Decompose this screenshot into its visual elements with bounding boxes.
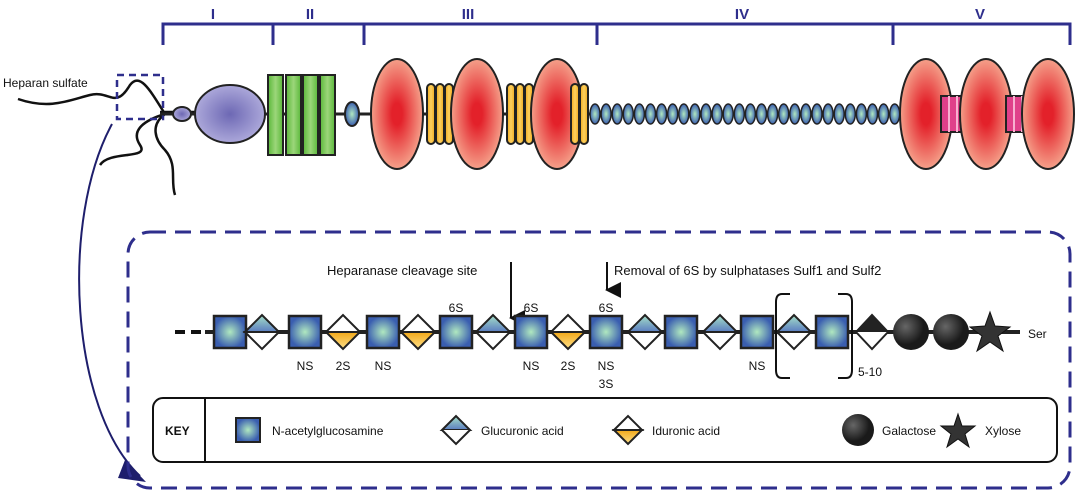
domain-bracket xyxy=(161,22,1072,45)
domain-iv-bead xyxy=(877,103,890,125)
glucuronic-acid-icon xyxy=(242,313,282,351)
domain-iv-bead xyxy=(800,103,812,125)
removal-label: Removal of 6S by sulphatases Sulf1 and S… xyxy=(614,263,881,278)
glucuronic-acid-icon xyxy=(625,313,665,351)
zoom-arrow xyxy=(78,123,141,477)
glcnac-icon xyxy=(235,417,261,443)
key-item: Iduronic acid xyxy=(652,424,720,438)
galactose-icon xyxy=(893,314,929,350)
domain-iv-bead xyxy=(844,103,857,125)
2s-label: 2S xyxy=(561,359,576,373)
glcnac-icon xyxy=(814,314,850,350)
domain-iv-bead xyxy=(689,103,701,125)
domain-label-3: III xyxy=(462,6,475,23)
repeat-label: 5-10 xyxy=(858,365,882,379)
xylose-icon xyxy=(968,310,1012,353)
glcnac-icon xyxy=(663,314,699,350)
iduronic-acid-icon xyxy=(548,313,588,351)
inset-box xyxy=(126,230,1072,490)
domain-iv-bead xyxy=(833,103,845,125)
glucuronic-acid-icon xyxy=(473,313,513,351)
galactose-icon xyxy=(933,314,969,350)
key-item: Glucuronic acid xyxy=(481,424,564,438)
heparan-sulfate-chains xyxy=(17,79,200,196)
ns-label: NS xyxy=(375,359,392,373)
domain-iv-bead xyxy=(755,103,768,125)
ns-label: NS xyxy=(523,359,540,373)
zoom-region-box xyxy=(115,73,165,121)
hs-chain xyxy=(175,293,1020,379)
domain-label-1: I xyxy=(211,6,215,23)
domain-iv-bead xyxy=(666,103,679,125)
domain-iv-bead xyxy=(622,103,635,125)
domain-iv-bead xyxy=(633,103,646,125)
domain-iv-bead xyxy=(811,103,823,125)
domain-iv-bead xyxy=(611,103,623,125)
ns-label: NS xyxy=(297,359,314,373)
iduronic-acid-icon xyxy=(611,414,645,446)
key-item: Xylose xyxy=(985,424,1021,438)
ser-label: Ser xyxy=(1028,327,1047,341)
3s-label: 3S xyxy=(599,377,614,391)
heparanase-label: Heparanase cleavage site xyxy=(327,263,477,278)
domain-iv-bead xyxy=(888,103,901,125)
domain-iv-bead xyxy=(722,103,734,125)
6s-label: 6S xyxy=(449,301,464,315)
domain-iv-bead xyxy=(744,103,757,125)
key-title: KEY xyxy=(165,424,190,438)
glucuronic-acid-icon xyxy=(774,313,814,351)
repeat-bracket xyxy=(775,293,853,379)
glucuronic-acid-icon xyxy=(700,313,740,351)
glcnac-icon xyxy=(212,314,248,350)
domain-iv-bead xyxy=(866,103,879,125)
glcnac-icon xyxy=(513,314,549,350)
ns-label: NS xyxy=(598,359,615,373)
domain-iv-bead xyxy=(777,103,790,125)
glcnac-icon xyxy=(287,314,323,350)
domain-iv-bead xyxy=(855,103,868,125)
iduronic-acid-icon xyxy=(323,313,363,351)
key-legend: KEY N-acetylglucosamine Glucuronic acid … xyxy=(152,397,1058,463)
domain-label-4: IV xyxy=(735,6,749,23)
domain-iv-bead xyxy=(766,103,779,125)
glcnac-icon xyxy=(739,314,775,350)
domain-iv-bead xyxy=(822,103,834,125)
heparan-sulfate-label: Heparan sulfate xyxy=(3,76,88,90)
xylose-icon xyxy=(939,412,977,449)
key-item: N-acetylglucosamine xyxy=(272,424,384,438)
glcnac-icon xyxy=(365,314,401,350)
glcnac-icon xyxy=(588,314,624,350)
6s-label: 6S xyxy=(524,301,539,315)
domain-iv-bead xyxy=(733,103,746,125)
domain-iv-bead xyxy=(711,103,723,125)
glucuronic-acid-icon xyxy=(439,414,473,446)
zoom-arrowhead-icon xyxy=(118,460,146,482)
domain-label-2: II xyxy=(306,6,314,23)
domain-iv-bead xyxy=(678,103,690,125)
xylose-linker-diamond xyxy=(855,331,889,351)
ns-label: NS xyxy=(749,359,766,373)
core-protein xyxy=(160,58,1075,170)
domain-iv-bead xyxy=(789,103,801,125)
domain-label-5: V xyxy=(975,6,985,23)
domain-iv-bead xyxy=(644,103,657,125)
domain-iv-bead xyxy=(655,103,668,125)
domain-iv-bead xyxy=(700,103,712,125)
key-item: Galactose xyxy=(882,424,936,438)
glcnac-icon xyxy=(438,314,474,350)
domain-iv-bead xyxy=(600,103,612,125)
galactose-icon xyxy=(842,414,874,446)
domain-iv-bead xyxy=(589,103,601,125)
6s-label: 6S xyxy=(599,301,614,315)
2s-label: 2S xyxy=(336,359,351,373)
iduronic-acid-icon xyxy=(398,313,438,351)
